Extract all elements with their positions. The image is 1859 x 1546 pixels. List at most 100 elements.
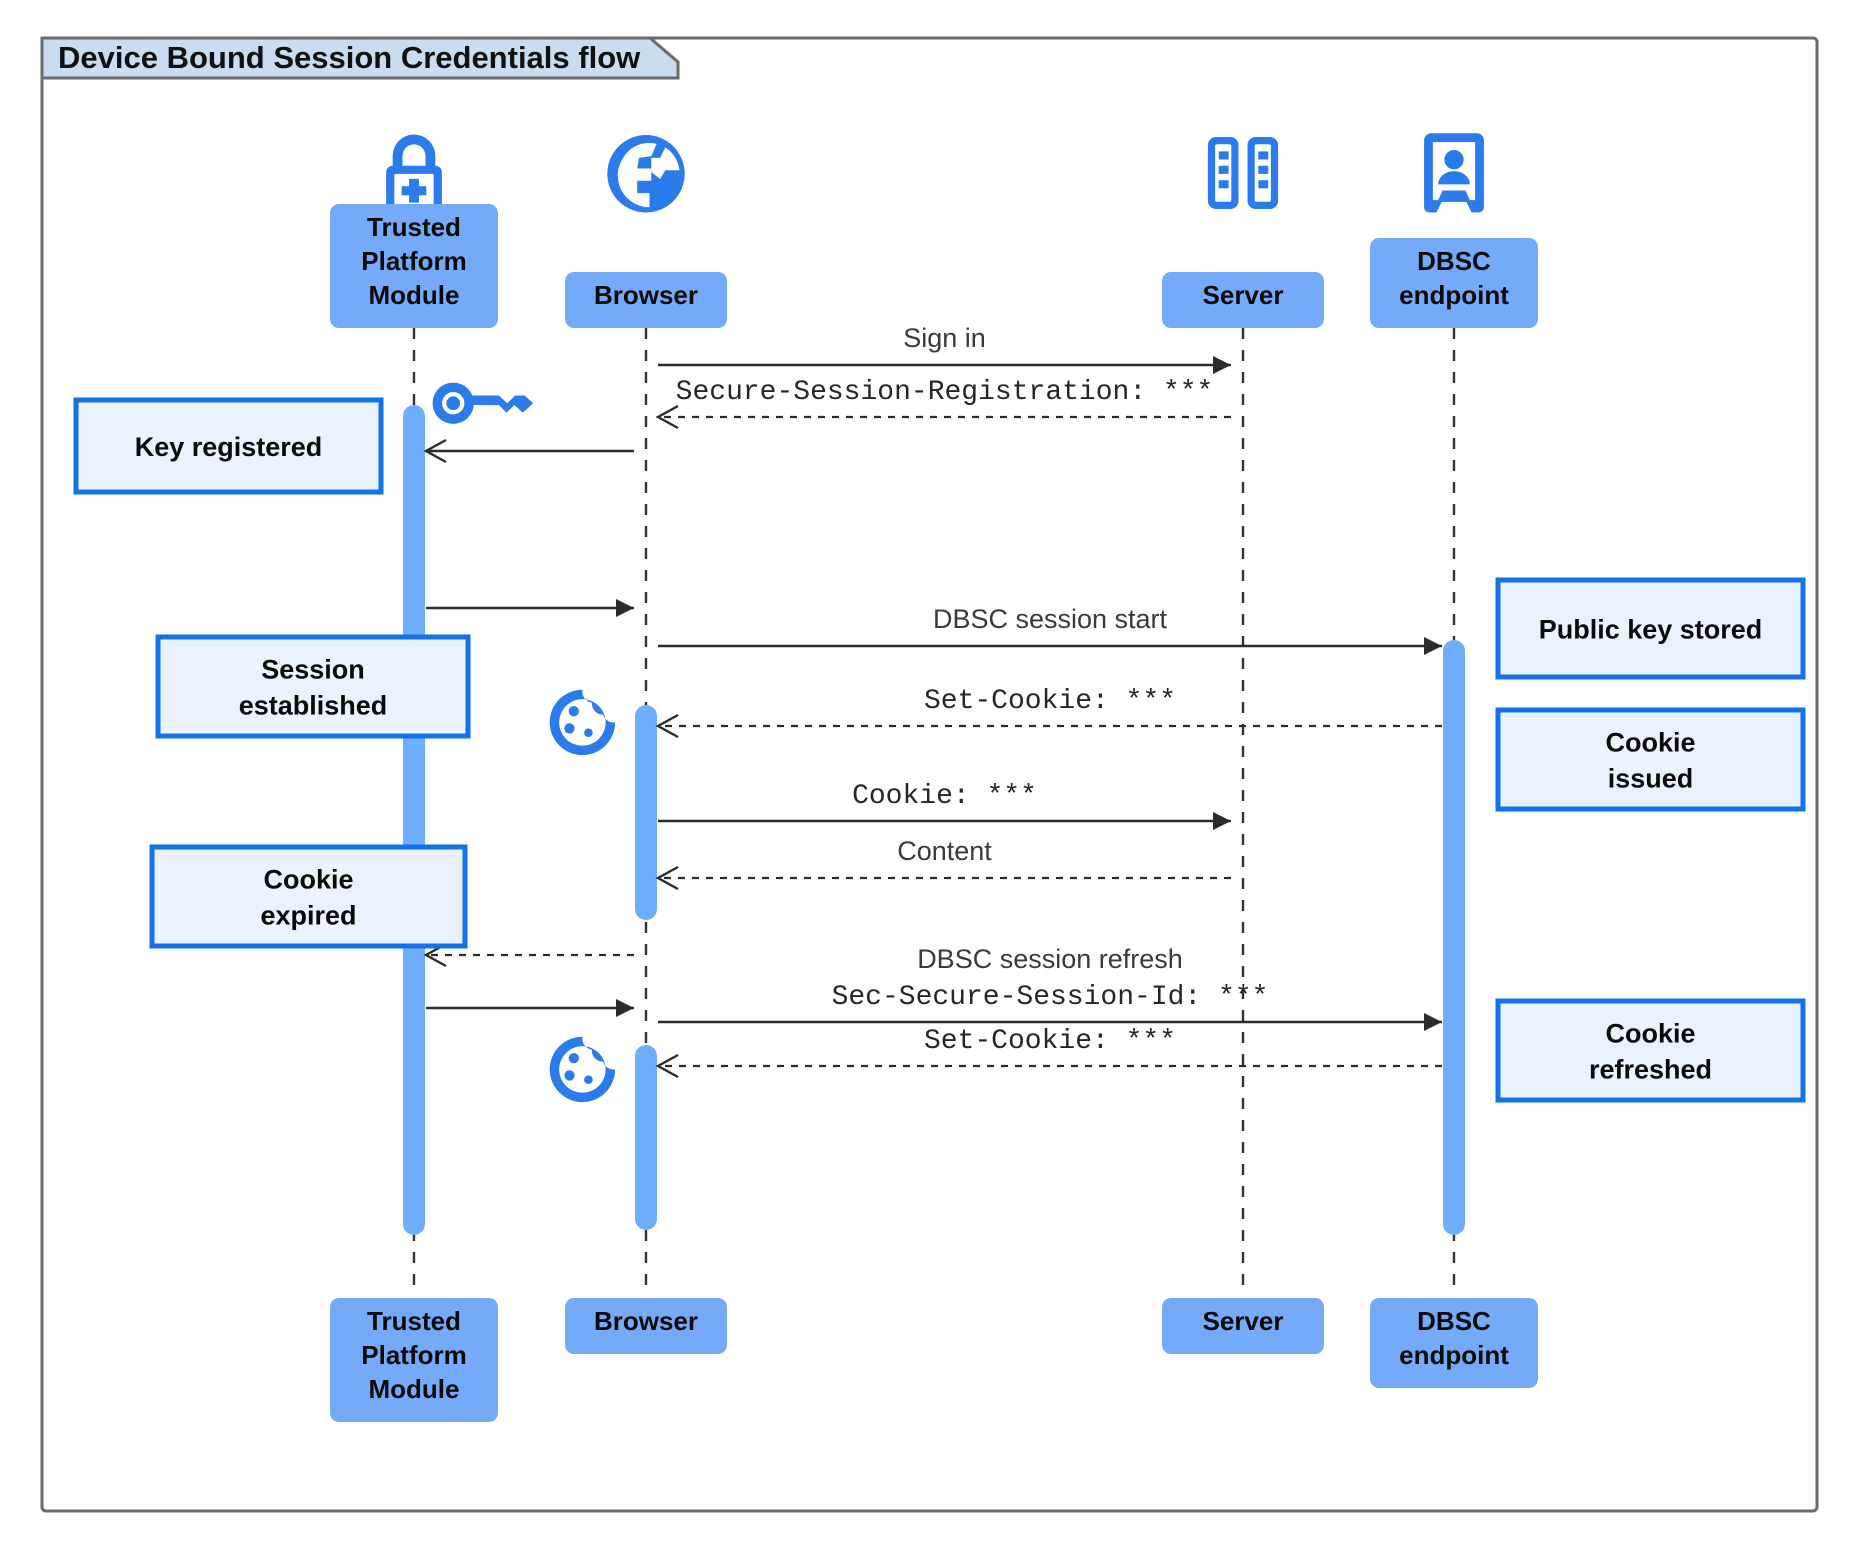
message-label: Sec-Secure-Session-Id: *** [832,982,1269,1013]
note-label: Session [261,655,365,685]
message-m3[interactable] [423,438,634,464]
participant-browser-footer[interactable]: Browser [565,1298,727,1354]
participant-label: Browser [594,280,698,310]
arrowhead-icon [423,438,447,464]
participant-dbsc-footer[interactable]: DBSC endpoint [1370,1298,1538,1388]
participant-box [1370,1298,1538,1388]
activation-bar-browser [635,1045,657,1230]
participant-server-header[interactable]: Server [1162,272,1324,328]
note-n1: Key registered [73,397,384,495]
key-icon [432,382,534,424]
message-m6[interactable]: Set-Cookie: *** [655,686,1442,739]
participant-dbsc-header[interactable]: DBSC endpoint [1370,238,1538,328]
participant-label: Platform [361,1340,466,1370]
participant-label: Module [369,280,460,310]
note-n4: Public key stored [1495,577,1806,680]
note-label: issued [1608,764,1694,794]
cookie-icon [549,689,616,756]
arrowhead-icon [1213,812,1231,830]
note-n6: Cookie refreshed [1495,998,1806,1103]
arrowhead-icon [616,999,634,1017]
activation-bar-tpm [403,405,425,1235]
participant-label: Server [1203,280,1284,310]
message-m12[interactable]: Set-Cookie: *** [655,1026,1442,1079]
participant-label: endpoint [1399,280,1509,310]
participant-box [1162,1298,1324,1354]
globe-icon [607,135,685,213]
message-m8[interactable]: Content [655,836,1231,891]
participants-layer: TrustedPlatformModuleTrustedPlatformModu… [330,133,1538,1422]
message-label: Secure-Session-Registration: *** [676,377,1214,408]
note-box [1495,998,1806,1103]
note-box [1495,577,1806,680]
activation-bar-dbsc [1443,640,1465,1235]
message-label: DBSC session refresh [917,944,1183,974]
arrowhead-icon [1213,356,1231,374]
participant-browser-header[interactable]: Browser [565,272,727,328]
message-m4[interactable] [426,599,634,617]
participant-label: Browser [594,1306,698,1336]
message-label: Set-Cookie: *** [924,686,1176,717]
cookie-icon [549,1036,616,1103]
participant-label: Platform [361,246,466,276]
message-label: Sign in [903,323,986,353]
diagram-frame: Device Bound Session Credentials flow [40,36,1819,1513]
padlock-plus-icon [386,134,442,215]
floating-icons-layer [432,382,616,1103]
arrowhead-icon [1424,1013,1442,1031]
messages-layer: Sign in Secure-Session-Registration: *** D… [423,323,1442,1079]
message-m11[interactable]: DBSC session refreshSec-Secure-Session-I… [658,944,1442,1031]
note-label: Key registered [135,432,323,462]
arrowhead-icon [655,1053,679,1079]
message-m5[interactable]: DBSC session start [658,604,1442,655]
message-m10[interactable] [426,999,634,1017]
participant-box [330,204,498,328]
note-n5: Cookie issued [1495,707,1806,812]
participant-label: Trusted [367,1306,461,1336]
message-m7[interactable]: Cookie: *** [658,781,1231,830]
note-label: Public key stored [1539,615,1763,645]
participant-label: Module [369,1374,460,1404]
message-m2[interactable]: Secure-Session-Registration: *** [655,377,1231,430]
note-box [149,844,468,949]
arrowhead-icon [616,599,634,617]
message-label: Cookie: *** [852,781,1037,812]
participant-box [565,1298,727,1354]
diagram-title: Device Bound Session Credentials flow [58,40,641,75]
note-label: Cookie [263,865,353,895]
arrowhead-icon [655,865,679,891]
note-label: Cookie [1605,1019,1695,1049]
note-n2: Session established [155,634,471,739]
note-n3: Cookie expired [149,844,468,949]
note-label: refreshed [1589,1055,1712,1085]
message-label: Content [897,836,992,866]
activations-layer [403,405,1465,1235]
participant-box [565,272,727,328]
activation-bar-browser [635,705,657,920]
note-label: established [239,691,388,721]
note-box [73,397,384,495]
message-label: Set-Cookie: *** [924,1026,1176,1057]
message-m1[interactable]: Sign in [658,323,1231,374]
note-label: Cookie [1605,728,1695,758]
participant-label: Server [1203,1306,1284,1336]
id-badge-icon [1424,133,1484,213]
participant-label: Trusted [367,212,461,242]
participant-server-footer[interactable]: Server [1162,1298,1324,1354]
note-box [1495,707,1806,812]
participant-label: endpoint [1399,1340,1509,1370]
participant-label: DBSC [1417,246,1491,276]
arrowhead-icon [655,404,679,430]
note-label: expired [260,901,356,931]
participant-label: DBSC [1417,1306,1491,1336]
arrowhead-icon [1424,637,1442,655]
note-box [155,634,471,739]
arrowhead-icon [655,713,679,739]
participant-box [330,1298,498,1422]
participant-box [1162,272,1324,328]
